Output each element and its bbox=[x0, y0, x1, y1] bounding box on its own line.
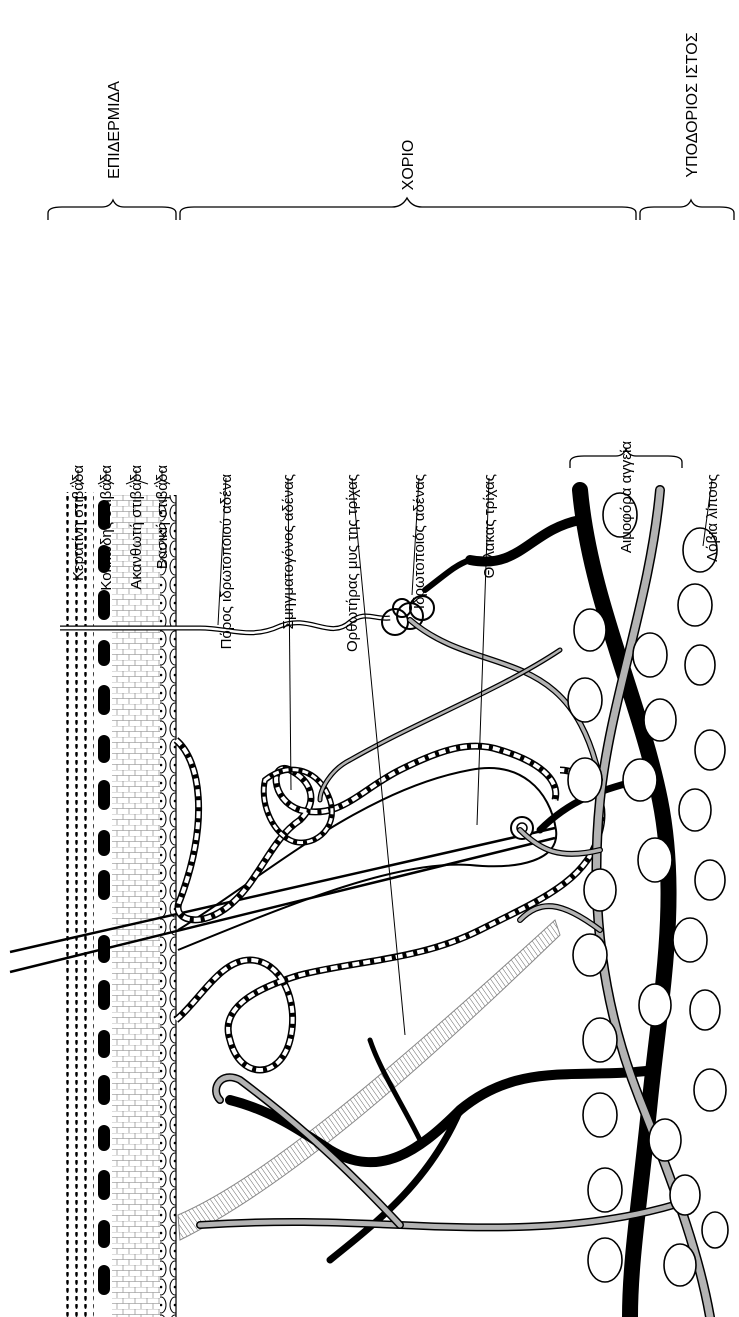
label-keratin-layer: Κερατίνη στιβάδα bbox=[70, 465, 87, 581]
region-braces bbox=[48, 198, 734, 468]
label-sweat-duct: Πόρος ιδρωτοποιού αδένα bbox=[218, 474, 235, 650]
epidermis-brace bbox=[48, 200, 176, 220]
labels: ΕΠΙΔΕΡΜΙΔΑ ΧΟΡΙΟ ΥΠΟΔΟΡΙΟΣ ΙΣΤΟΣ Κερατίν… bbox=[70, 32, 721, 652]
label-sweat-gland: Ιδρωτοποιός αδένας bbox=[411, 474, 428, 609]
spinous-layer bbox=[112, 495, 162, 1317]
label-hair-follicle: Θύλακας τρίχας bbox=[481, 474, 498, 578]
hypodermis-brace bbox=[640, 200, 734, 220]
label-granular-layer: Κοκκώδης στιβάδα bbox=[98, 465, 115, 591]
basal-layer bbox=[160, 495, 176, 1317]
label-hypodermis: ΥΠΟΔΟΡΙΟΣ ΙΣΤΟΣ bbox=[684, 32, 701, 177]
keratin-layer bbox=[60, 492, 94, 1317]
epidermis-layers bbox=[60, 492, 176, 1317]
label-basal-layer: Βασική στιβάδα bbox=[154, 465, 171, 569]
label-sebaceous-gland: Σμηγματογόνος αδένας bbox=[280, 474, 297, 629]
label-dermis: ΧΟΡΙΟ bbox=[400, 140, 417, 191]
granular-layer bbox=[98, 500, 110, 1295]
label-fat-lobules: Λόβια λίπους bbox=[704, 474, 721, 562]
label-blood-vessels: Αιμοφόρα αγγεία bbox=[618, 441, 635, 553]
dermis-brace bbox=[180, 198, 636, 220]
label-arrector-pili: Ορθωτήρας μυς της τρίχας bbox=[344, 474, 361, 652]
label-spinous-layer: Ακανθωτή στιβάδα bbox=[128, 465, 145, 590]
label-epidermis: ΕΠΙΔΕΡΜΙΔΑ bbox=[106, 81, 123, 179]
